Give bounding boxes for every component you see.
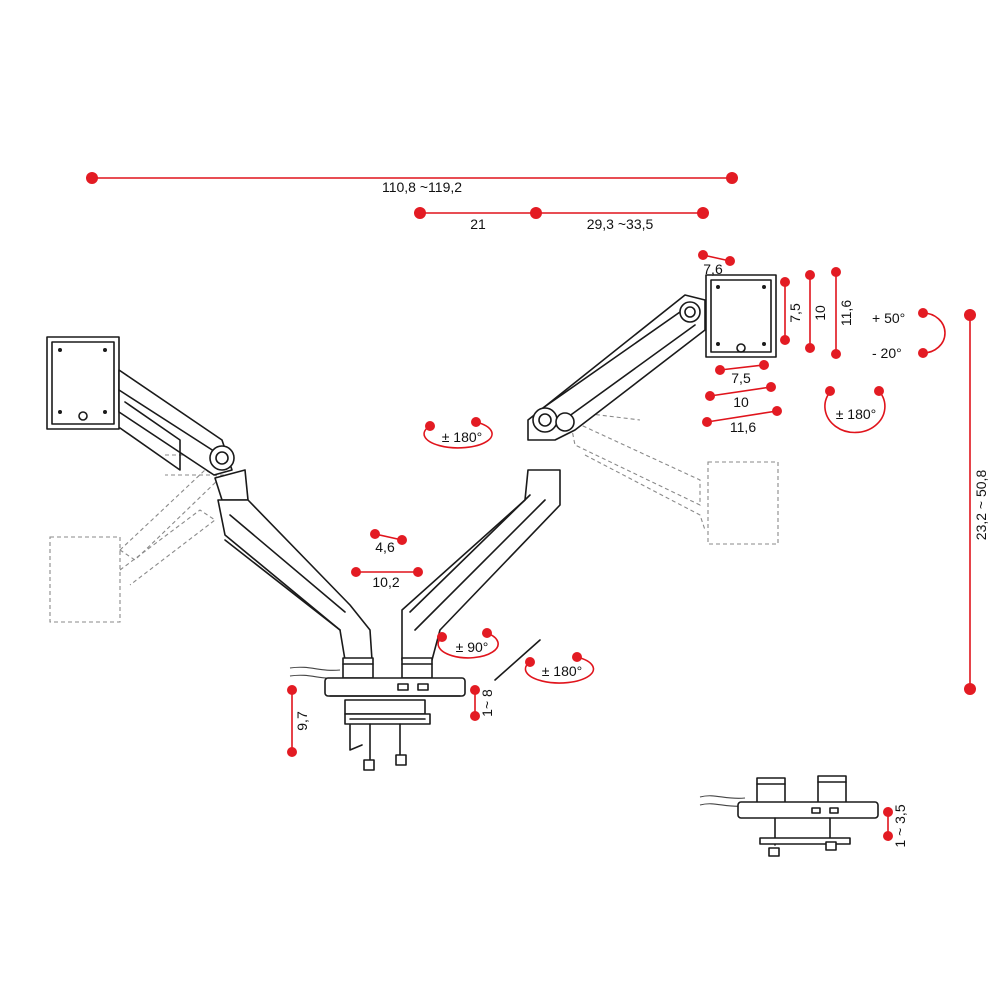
dim-vesa-height-c-label: 11,6 [838,300,854,326]
right-lower-arm [401,469,561,679]
dim-vesa-width-b-label: 10 [733,394,749,410]
dim-clamp-height: 9,7 [287,685,310,757]
dim-grommet-thickness-label: 1 ~ 3,5 [892,804,908,847]
dim-vesa-height-b-label: 10 [812,305,828,321]
dim-pole-width-label: 4,6 [375,539,395,555]
dim-clamp-height-label: 9,7 [294,711,310,731]
dim-base-swivel-label: ± 90° [456,639,489,655]
dim-base-rotation: ± 180° [494,639,595,684]
dim-vesa-offset-label: 7,6 [703,261,723,277]
dim-base-swivel: ± 90° [437,628,499,659]
dim-height-range-label: 23,2 ~ 50,8 [973,470,989,541]
dim-vesa-widths: 7,5 10 11,6 [702,360,782,435]
dim-arm-rotation: ± 180° [423,417,493,449]
left-lower-arm [214,469,374,679]
dim-vesa-width-a-label: 7,5 [731,370,751,386]
dim-base-rotation-label: ± 180° [542,663,583,679]
dim-pole-width: 4,6 [370,529,407,555]
dim-total-width: 110,8 ~119,2 [86,172,738,195]
dim-base-width-label: 10,2 [372,574,399,590]
dim-vesa-width-c-label: 11,6 [730,419,756,435]
dim-vesa-offset: 7,6 [698,250,735,277]
dim-tilt-up-label: + 50° [872,310,905,326]
ghost-left-position [49,454,231,623]
right-upper-arm [527,294,706,441]
dim-segment-a-label: 21 [470,216,486,232]
dim-desk-thickness: 1~ 8 [470,685,495,721]
dim-desk-thickness-label: 1~ 8 [479,689,495,717]
dim-segment-b-label: 29,3 ~33,5 [587,216,654,232]
dim-height-range: 23,2 ~ 50,8 [964,309,989,695]
right-vesa-plate [705,274,777,358]
dim-vesa-height-a-label: 7,5 [787,303,803,323]
dim-grommet-thickness: 1 ~ 3,5 [883,804,908,848]
dim-vesa-heights: 7,5 10 11,6 [780,267,854,359]
dim-tilt-down-label: - 20° [872,345,902,361]
dim-arm-segments: 21 29,3 ~33,5 [414,207,709,232]
dim-tilt: + 50° - 20° [872,308,946,361]
left-vesa-plate [46,336,120,430]
dim-panel-rotation: ± 180° [824,386,886,434]
dim-base-width: 10,2 [351,567,423,590]
desk-base-clamp [289,666,466,771]
grommet-base-inset [699,775,879,857]
dim-total-width-label: 110,8 ~119,2 [382,179,462,195]
dim-panel-rotation-label: ± 180° [836,406,877,422]
dim-arm-rotation-label: ± 180° [442,429,483,445]
left-upper-arm [118,369,235,476]
